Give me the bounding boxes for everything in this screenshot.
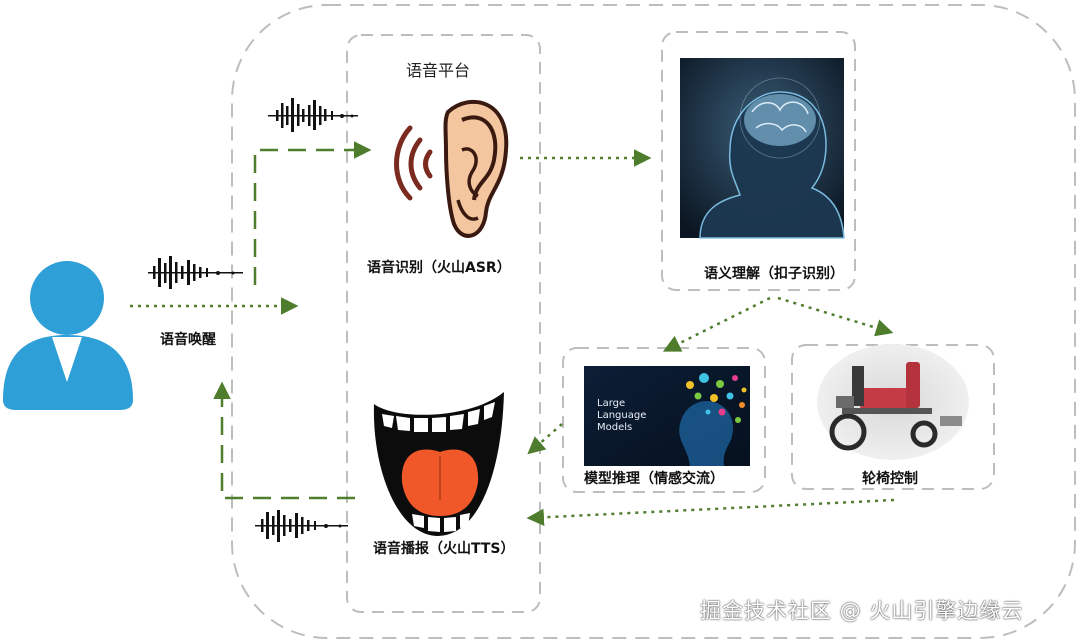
arrow-nlu-wheelchair	[777, 296, 894, 337]
ear-icon	[394, 99, 509, 238]
user-icon	[3, 261, 133, 410]
llm-image-text-line: Large	[597, 398, 626, 409]
tts-label: 语音播报（火山TTS）	[373, 541, 515, 557]
llm-image	[584, 366, 750, 466]
wheelchair-image	[817, 344, 969, 460]
watermark: 掘金技术社区 @ 火山引擎边缘云	[700, 599, 1024, 623]
llm-label: 模型推理（情感交流）	[584, 471, 724, 487]
wake-label: 语音唤醒	[160, 332, 216, 348]
arrow-tts-user	[213, 381, 355, 500]
brain-head-image	[680, 58, 845, 239]
wheelchair-label: 轮椅控制	[862, 471, 918, 487]
waveform-middle	[148, 256, 243, 289]
platform-frame	[346, 34, 541, 613]
llm-image-text: Large Language Models	[597, 398, 646, 434]
arrow-wheelchair-tts	[526, 498, 895, 527]
llm-image-text-line: Language	[597, 410, 647, 421]
arrow-llm-tts	[527, 423, 563, 455]
arrows	[130, 141, 895, 527]
mouth-icon	[373, 392, 504, 536]
arrow-nlu-llm	[662, 296, 771, 352]
llm-image-text-line: Models	[597, 422, 633, 433]
waveform-bottom	[255, 510, 348, 542]
outer-frame	[231, 4, 1076, 639]
nlu-label: 语义理解（扣子识别）	[704, 266, 844, 282]
platform-title: 语音平台	[406, 61, 471, 80]
nlu-frame	[661, 31, 856, 291]
asr-label: 语音识别（火山ASR）	[367, 260, 511, 276]
waveform-top	[268, 98, 358, 132]
arrow-to-asr	[253, 141, 372, 285]
